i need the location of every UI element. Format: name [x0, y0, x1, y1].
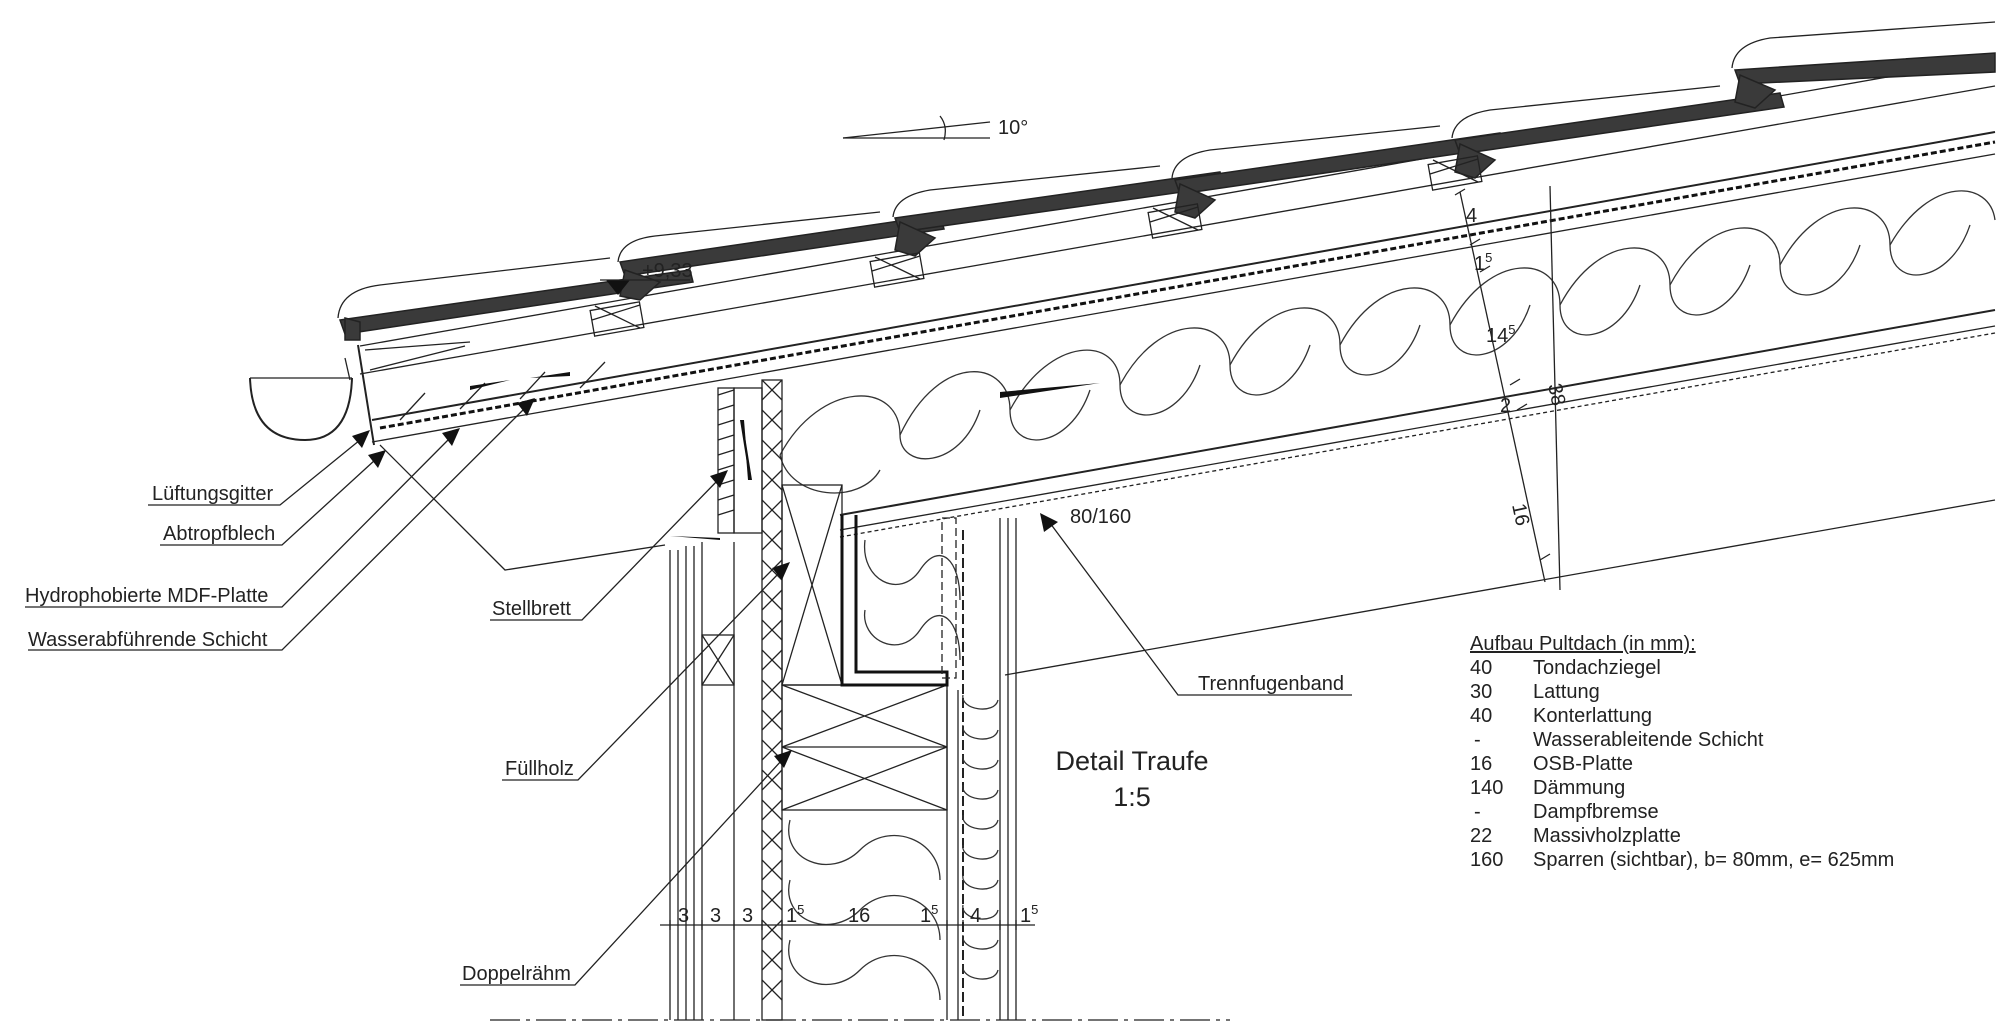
roof-dimension-line: 4 15 145 38 2 16 80/160 [1070, 185, 1569, 591]
legend-value: 160 [1470, 849, 1503, 871]
label-trennfugenband: Trennfugenband [1198, 673, 1344, 695]
dim-solid-wood: 2 [1500, 395, 1511, 417]
wall-dim: 3 [678, 905, 689, 927]
elevation-label: +9,33 [642, 260, 693, 282]
wall-dim: 15 [920, 902, 938, 927]
legend-value: 30 [1470, 681, 1492, 703]
legend-value: 22 [1470, 825, 1492, 847]
roof-tiles [337, 21, 1996, 371]
dim-counterbatten: 4 [1466, 205, 1477, 227]
gutter [249, 357, 353, 442]
wall-dimension-chain: 3 3 3 15 16 15 4 15 [660, 902, 1038, 930]
legend-label: Massivholzplatte [1533, 825, 1681, 847]
angle-label: 10° [998, 117, 1028, 139]
legend-label: Wasserableitende Schicht [1533, 729, 1764, 751]
legend-value: 40 [1470, 705, 1492, 727]
wall-dim: 15 [1020, 902, 1038, 927]
legend-value: 140 [1470, 777, 1503, 799]
dim-osb: 15 [1474, 250, 1492, 275]
legend-label: Konterlattung [1533, 705, 1652, 727]
elevation-marker: +9,33 [600, 260, 693, 295]
roof-build-up-legend: Aufbau Pultdach (in mm): 40 Tondachziege… [1470, 633, 1894, 871]
legend-label: Dampfbremse [1533, 801, 1659, 823]
callouts: Lüftungsgitter Abtropfblech Hydrophobier… [25, 398, 1352, 986]
slope-indicator: 10° [842, 115, 1028, 141]
legend-value: 40 [1470, 657, 1492, 679]
drawing-title: Detail Traufe 1:5 [1055, 746, 1208, 812]
airflow-arrows [470, 372, 1100, 540]
title-line-1: Detail Traufe [1055, 746, 1208, 776]
legend-label: Lattung [1533, 681, 1600, 703]
legend-value: - [1474, 801, 1481, 823]
legend-value: 16 [1470, 753, 1492, 775]
label-mdf-platte: Hydrophobierte MDF-Platte [25, 585, 268, 607]
wall-dim: 15 [786, 902, 804, 927]
label-stellbrett: Stellbrett [492, 598, 571, 620]
roof-layers [357, 57, 1996, 676]
legend-label: OSB-Platte [1533, 753, 1633, 775]
roof-insulation [779, 190, 1996, 494]
legend-label: Dämmung [1533, 777, 1625, 799]
legend-value: - [1474, 729, 1481, 751]
label-doppelraehm: Doppelrähm [462, 963, 571, 985]
label-wasserabfuehrende-schicht: Wasserabführende Schicht [28, 629, 268, 651]
wall-dim: 16 [848, 905, 870, 927]
dim-rafter: 16 [1507, 501, 1533, 527]
wall-dim: 4 [970, 905, 981, 927]
dim-insulation: 145 [1486, 322, 1515, 347]
wall-section [490, 379, 1230, 1021]
label-abtropfblech: Abtropfblech [163, 523, 275, 545]
legend-label: Tondachziegel [1533, 657, 1661, 679]
wall-dim: 3 [710, 905, 721, 927]
label-fuellholz: Füllholz [505, 758, 574, 780]
wall-dim: 3 [742, 905, 753, 927]
title-line-2: 1:5 [1113, 782, 1151, 812]
legend-label: Sparren (sichtbar), b= 80mm, e= 625mm [1533, 849, 1894, 871]
legend-title: Aufbau Pultdach (in mm): [1470, 633, 1696, 655]
rafter-label: 80/160 [1070, 506, 1131, 528]
dim-total: 38 [1543, 381, 1569, 407]
label-lueftungsgitter: Lüftungsgitter [152, 483, 274, 505]
